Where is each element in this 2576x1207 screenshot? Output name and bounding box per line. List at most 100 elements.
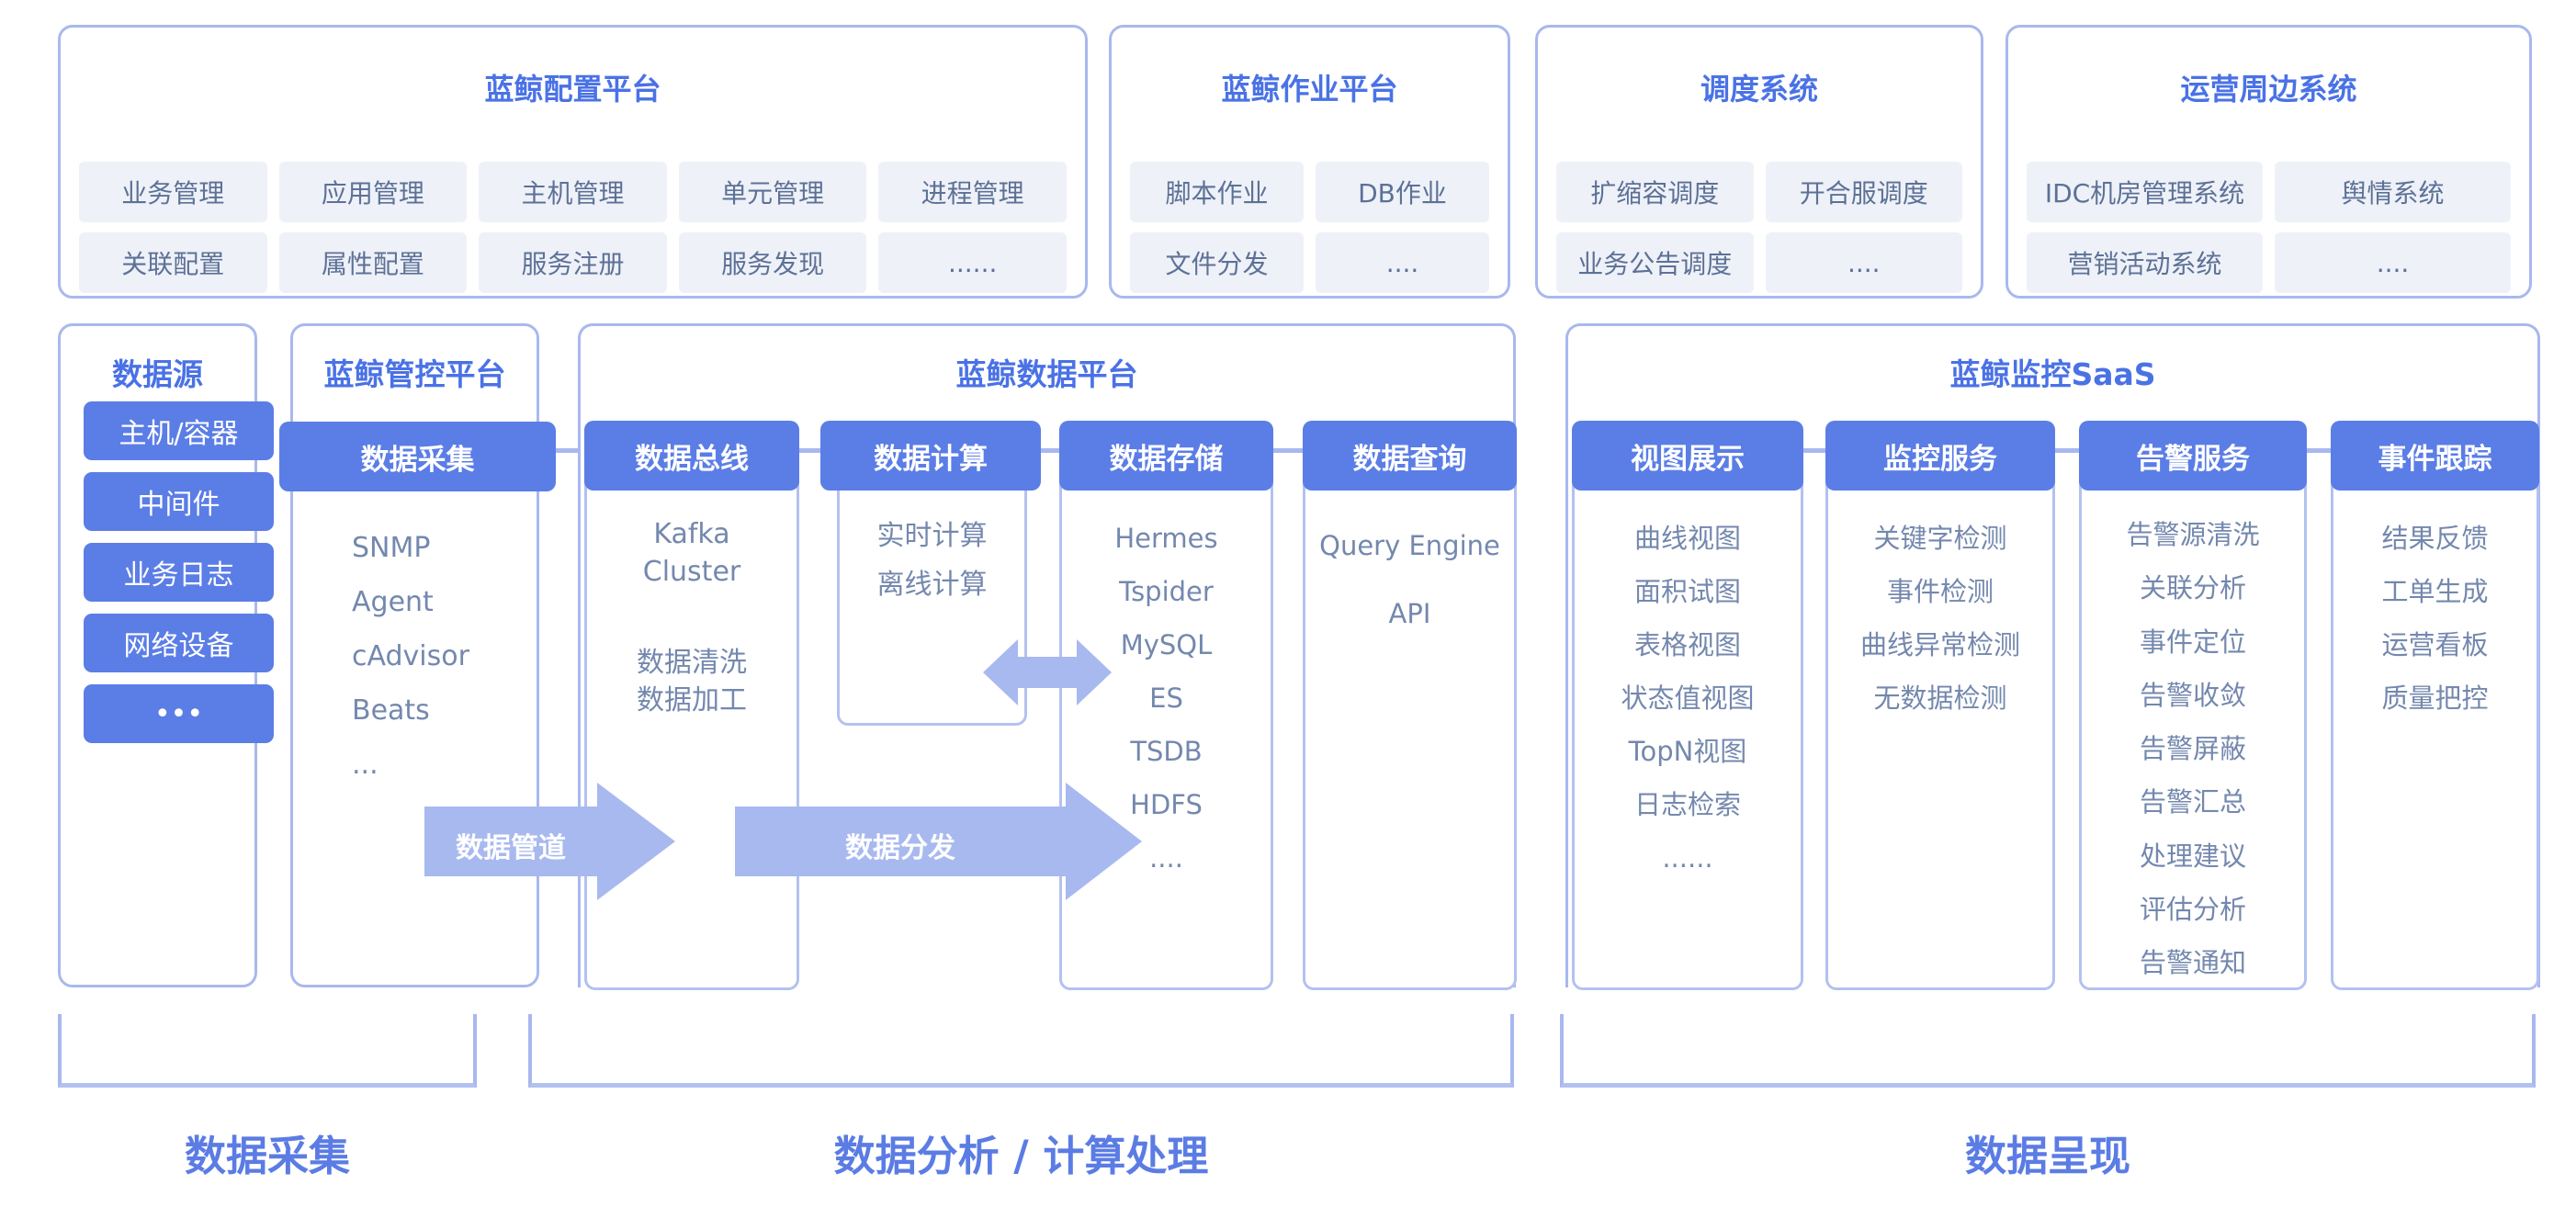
alarm-service-item: 告警源清洗 [2126, 519, 2260, 550]
data-source-item: 中间件 [84, 472, 274, 531]
feature-chip: 属性配置 [278, 232, 468, 293]
data-source-title: 数据源 [112, 356, 203, 392]
storage-item: Hermes [1114, 523, 1218, 554]
feature-chip: ...... [878, 232, 1067, 293]
storage-item: HDFS [1130, 789, 1203, 820]
feature-chip: DB作业 [1316, 162, 1489, 222]
storage-header: 数据存储 [1059, 421, 1273, 491]
alarm-service-item: 告警通知 [2139, 947, 2246, 979]
header-connector [797, 448, 838, 453]
storage-item: MySQL [1120, 629, 1213, 660]
query-header: 数据查询 [1303, 421, 1517, 491]
header-connector [1799, 448, 1826, 453]
job-platform-title: 蓝鲸作业平台 [1221, 72, 1398, 107]
monitor-service-item: 事件检测 [1886, 576, 1994, 607]
feature-chip: 服务注册 [479, 232, 667, 293]
alarm-service-item: 事件定位 [2139, 626, 2246, 658]
event-track-item: 工单生成 [2381, 576, 2489, 607]
event-track-item: 结果反馈 [2381, 523, 2489, 554]
view-item: 曲线视图 [1633, 523, 1741, 554]
feature-chip: 服务发现 [678, 232, 867, 293]
data-source-item: ••• [84, 684, 274, 743]
monitor-service-list: 关键字检测事件检测曲线异常检测无数据检测 [1828, 423, 2052, 725]
distribute-arrow [735, 783, 1142, 900]
header-connector [549, 448, 586, 453]
alarm-service-header: 告警服务 [2079, 421, 2307, 491]
data-platform-title: 蓝鲸数据平台 [955, 356, 1138, 392]
compute-storage-double-arrow [983, 639, 1112, 705]
monitor-service-item: 无数据检测 [1873, 682, 2007, 714]
views-header: 视图展示 [1572, 421, 1803, 491]
data-source-item: 业务日志 [84, 543, 274, 602]
view-item: 表格视图 [1633, 629, 1741, 660]
monitor-service-header: 监控服务 [1825, 421, 2055, 491]
feature-chip: .... [1316, 232, 1489, 293]
alarm-service-item: 关联分析 [2139, 572, 2246, 604]
query-item: API [1388, 598, 1431, 629]
feature-chip: 扩缩容调度 [1556, 162, 1754, 222]
feature-chip: 单元管理 [678, 162, 867, 222]
alarm-service-item: 处理建议 [2139, 840, 2246, 872]
feature-chip: 文件分发 [1130, 232, 1304, 293]
event-track-list: 结果反馈工单生成运营看板质量把控 [2333, 423, 2536, 725]
monitor-service-item: 曲线异常检测 [1859, 629, 2020, 660]
header-connector [2051, 448, 2080, 453]
collector-item: Agent [352, 586, 434, 618]
stage-bracket-analyze [528, 1014, 1514, 1088]
data-collect-header: 数据采集 [279, 422, 556, 491]
alarm-service-column: 告警源清洗关联分析事件定位告警收敛告警屏蔽告警汇总处理建议评估分析告警通知 [2079, 421, 2307, 990]
view-item: 状态值视图 [1621, 682, 1755, 714]
compute-list: 实时计算离线计算 [840, 423, 1024, 609]
monitor-saas-title: 蓝鲸监控SaaS [1949, 356, 2156, 392]
data-source-box: 数据源 主机/容器 中间件 业务日志 网络设备 ••• [58, 323, 274, 987]
header-connector [1027, 448, 1060, 453]
data-source-item: 网络设备 [84, 614, 274, 672]
monitor-service-column: 关键字检测事件检测曲线异常检测无数据检测 [1825, 421, 2055, 990]
databus-header: 数据总线 [584, 421, 799, 491]
compute-header: 数据计算 [820, 421, 1041, 491]
scheduler-system-items: 扩缩容调度开合服调度 业务公告调度.... [1556, 162, 1962, 293]
collector-item: ... [352, 749, 378, 781]
storage-item: TSDB [1130, 736, 1203, 767]
data-source-item: 主机/容器 [84, 401, 274, 460]
compute-item: 离线计算 [876, 569, 988, 601]
scheduler-system-box: 调度系统 扩缩容调度开合服调度 业务公告调度.... [1535, 25, 1983, 299]
scheduler-system-title: 调度系统 [1700, 72, 1818, 107]
storage-item: .... [1149, 842, 1183, 874]
feature-chip: IDC机房管理系统 [2027, 162, 2263, 222]
feature-chip: .... [2275, 232, 2511, 293]
event-track-item: 运营看板 [2381, 629, 2489, 660]
collector-item: Beats [352, 694, 430, 727]
storage-item: Tspider [1119, 576, 1214, 607]
view-item: ...... [1662, 842, 1713, 874]
stage-label-collect: 数据采集 [184, 1132, 350, 1180]
databus-item: 数据加工 [637, 684, 747, 716]
feature-chip: 脚本作业 [1130, 162, 1304, 222]
stage-label-present: 数据呈现 [1964, 1132, 2130, 1180]
alarm-service-item: 评估分析 [2139, 894, 2246, 926]
monitor-service-item: 关键字检测 [1873, 523, 2007, 554]
storage-item: ES [1149, 682, 1183, 714]
config-platform-box: 蓝鲸配置平台 业务管理应用管理主机管理单元管理进程管理 关联配置属性配置服务注册… [58, 25, 1088, 299]
alarm-service-list: 告警源清洗关联分析事件定位告警收敛告警屏蔽告警汇总处理建议评估分析告警通知 [2082, 423, 2304, 990]
view-item: TopN视图 [1628, 736, 1747, 767]
config-platform-title: 蓝鲸配置平台 [484, 72, 661, 107]
event-track-header: 事件跟踪 [2331, 421, 2539, 491]
feature-chip: 开合服调度 [1765, 162, 1962, 222]
feature-chip: 关联配置 [79, 232, 267, 293]
query-item: Query Engine [1319, 530, 1500, 561]
feature-chip: .... [1765, 232, 1962, 293]
alarm-service-item: 告警收敛 [2139, 679, 2246, 711]
collector-item: SNMP [352, 532, 431, 564]
feature-chip: 进程管理 [878, 162, 1067, 222]
